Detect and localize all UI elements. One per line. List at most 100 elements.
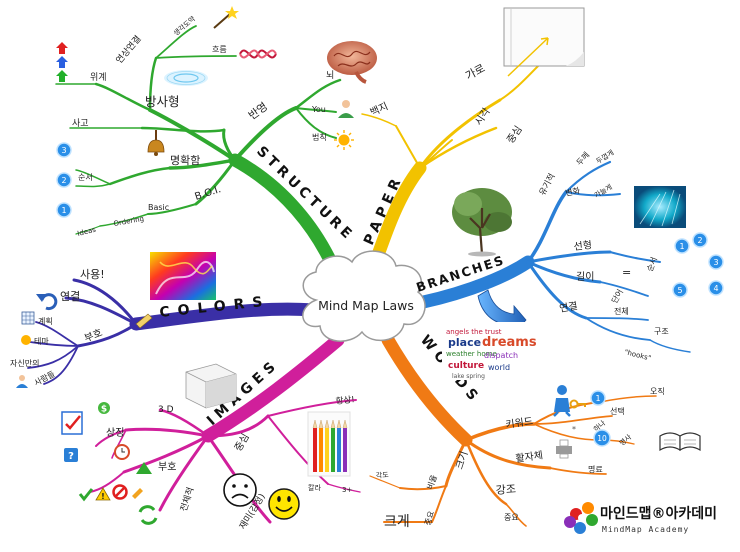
branches-equal: = xyxy=(622,266,631,279)
svg-text:dispatch: dispatch xyxy=(484,351,518,360)
structure-number-2: 2 xyxy=(61,176,66,185)
words-noun: 명사 xyxy=(618,432,634,448)
branches-linear: 선형 xyxy=(573,239,593,253)
tree-icon xyxy=(452,188,512,257)
calendar-icon xyxy=(21,311,35,325)
checklist-icon xyxy=(61,411,83,435)
structure-basic: Basic xyxy=(148,203,169,212)
paper-blank: 백지 xyxy=(368,100,390,118)
pencil-small-icon xyxy=(132,488,143,499)
images-symbol: 상징 xyxy=(106,427,124,439)
branches-thick: 두껍게 xyxy=(594,148,615,166)
branches-structure: 구조 xyxy=(654,327,669,336)
colors-main-branch xyxy=(129,302,319,331)
person-icon xyxy=(338,100,354,118)
structure-reflection: 반영 xyxy=(246,100,270,122)
branches-sub-branches xyxy=(526,160,691,353)
structure-you: You xyxy=(311,105,326,114)
triangle-icon xyxy=(136,462,152,474)
words-clarity: 명료 xyxy=(588,464,603,474)
brand-logo: 마인드맵®아카데미 MindMap Academy xyxy=(564,502,717,534)
images-main-branch xyxy=(201,333,345,443)
branches-number-4: 4 xyxy=(713,284,718,293)
words-big: 크게 xyxy=(384,514,410,530)
structure-boi: B.O.I. xyxy=(194,184,223,203)
branches-connect: 연결 xyxy=(558,300,578,315)
colors-sub-branches xyxy=(27,278,138,385)
colors-people: 사람들 xyxy=(33,369,57,387)
no-sign-icon xyxy=(112,484,128,500)
words-number-10: 10 xyxy=(597,434,607,443)
spark-icon: * xyxy=(572,425,576,434)
printer-icon xyxy=(556,439,572,459)
brand-flower-icon xyxy=(564,502,598,534)
structure-radiant: 방사형 xyxy=(145,94,180,109)
structure-sub-branches xyxy=(55,25,342,235)
colors-connect: 연결 xyxy=(60,290,80,303)
open-book-icon xyxy=(659,432,701,452)
brand-name: 마인드맵®아카데미 xyxy=(600,505,717,522)
words-angle: 각도 xyxy=(376,471,390,480)
theme-sun-icon xyxy=(21,335,31,345)
blue-fiber-icon xyxy=(634,186,686,228)
recycle-icon xyxy=(138,505,158,525)
brand-sub: MindMap Academy xyxy=(602,525,689,534)
paper-visual: 시각 xyxy=(473,106,493,128)
check-icon xyxy=(78,488,94,502)
svg-text:weather home: weather home xyxy=(446,350,497,358)
images-always: 항상! xyxy=(335,394,355,407)
images-code: 부호 xyxy=(158,461,176,473)
structure-number-3: 3 xyxy=(61,146,66,155)
structure-flow: 흐름 xyxy=(212,45,227,54)
colors-code: 부호 xyxy=(83,327,105,345)
svg-text:*: * xyxy=(572,425,576,434)
word-cloud-icon: angels the trust place dreams weather ho… xyxy=(442,322,542,380)
branches-number-circles: 1 2 3 4 5 xyxy=(672,232,724,298)
images-3d: 3 D xyxy=(158,405,174,415)
colors-use: 사용! xyxy=(80,268,105,281)
svg-text:world: world xyxy=(488,363,510,372)
warning-icon: ! xyxy=(95,487,111,501)
branches-whole: 전체 xyxy=(614,306,629,316)
structure-number-1: 1 xyxy=(61,206,66,215)
words-select: 선택 xyxy=(610,406,625,416)
words-number-1: 1 xyxy=(595,394,600,403)
structure-thinking: 사고 xyxy=(72,118,89,129)
svg-text:$: $ xyxy=(101,405,107,415)
svg-text:angels the trust: angels the trust xyxy=(446,328,502,336)
water-splash-icon xyxy=(164,70,208,86)
svg-text:culture: culture xyxy=(448,361,484,371)
words-size: 크기 xyxy=(453,450,470,471)
words-sub-branches xyxy=(369,395,657,527)
svg-text:dreams: dreams xyxy=(482,335,537,350)
branches-number-5: 5 xyxy=(677,286,682,295)
dna-spiral-icon xyxy=(239,49,277,59)
colors-plan: 계획 xyxy=(38,316,53,326)
words-only: 오직 xyxy=(650,386,665,396)
branches-length: 길이 xyxy=(576,270,594,283)
paper-sheet-icon xyxy=(503,7,585,77)
structure-brain: 뇌 xyxy=(326,70,334,81)
structure-ideas: Ideas xyxy=(77,226,97,238)
branches-word: 단어 xyxy=(609,287,625,305)
branches-hooks: "hooks" xyxy=(624,348,652,362)
words-importance-vertical: 중요 xyxy=(423,510,436,527)
sun-icon xyxy=(334,130,354,150)
paint-swirl-icon xyxy=(150,252,216,300)
images-three-plus: 3+ xyxy=(342,486,352,494)
central-title: Mind Map Laws xyxy=(318,298,414,313)
brain-icon xyxy=(327,41,377,84)
branches-number-1: 1 xyxy=(679,242,684,251)
svg-text:place: place xyxy=(448,336,481,349)
question-icon: ? xyxy=(64,448,78,462)
colored-pencils-icon xyxy=(307,411,351,477)
branches-number-2: 2 xyxy=(697,236,702,245)
words-print: 활자체 xyxy=(515,448,544,465)
structure-law: 법칙 xyxy=(312,132,327,142)
figure-with-key-icon xyxy=(553,385,586,417)
hierarchy-arrows-icon xyxy=(56,42,68,82)
paper-sub-branches xyxy=(361,61,543,170)
branches-thin: 가늘게 xyxy=(593,182,614,199)
